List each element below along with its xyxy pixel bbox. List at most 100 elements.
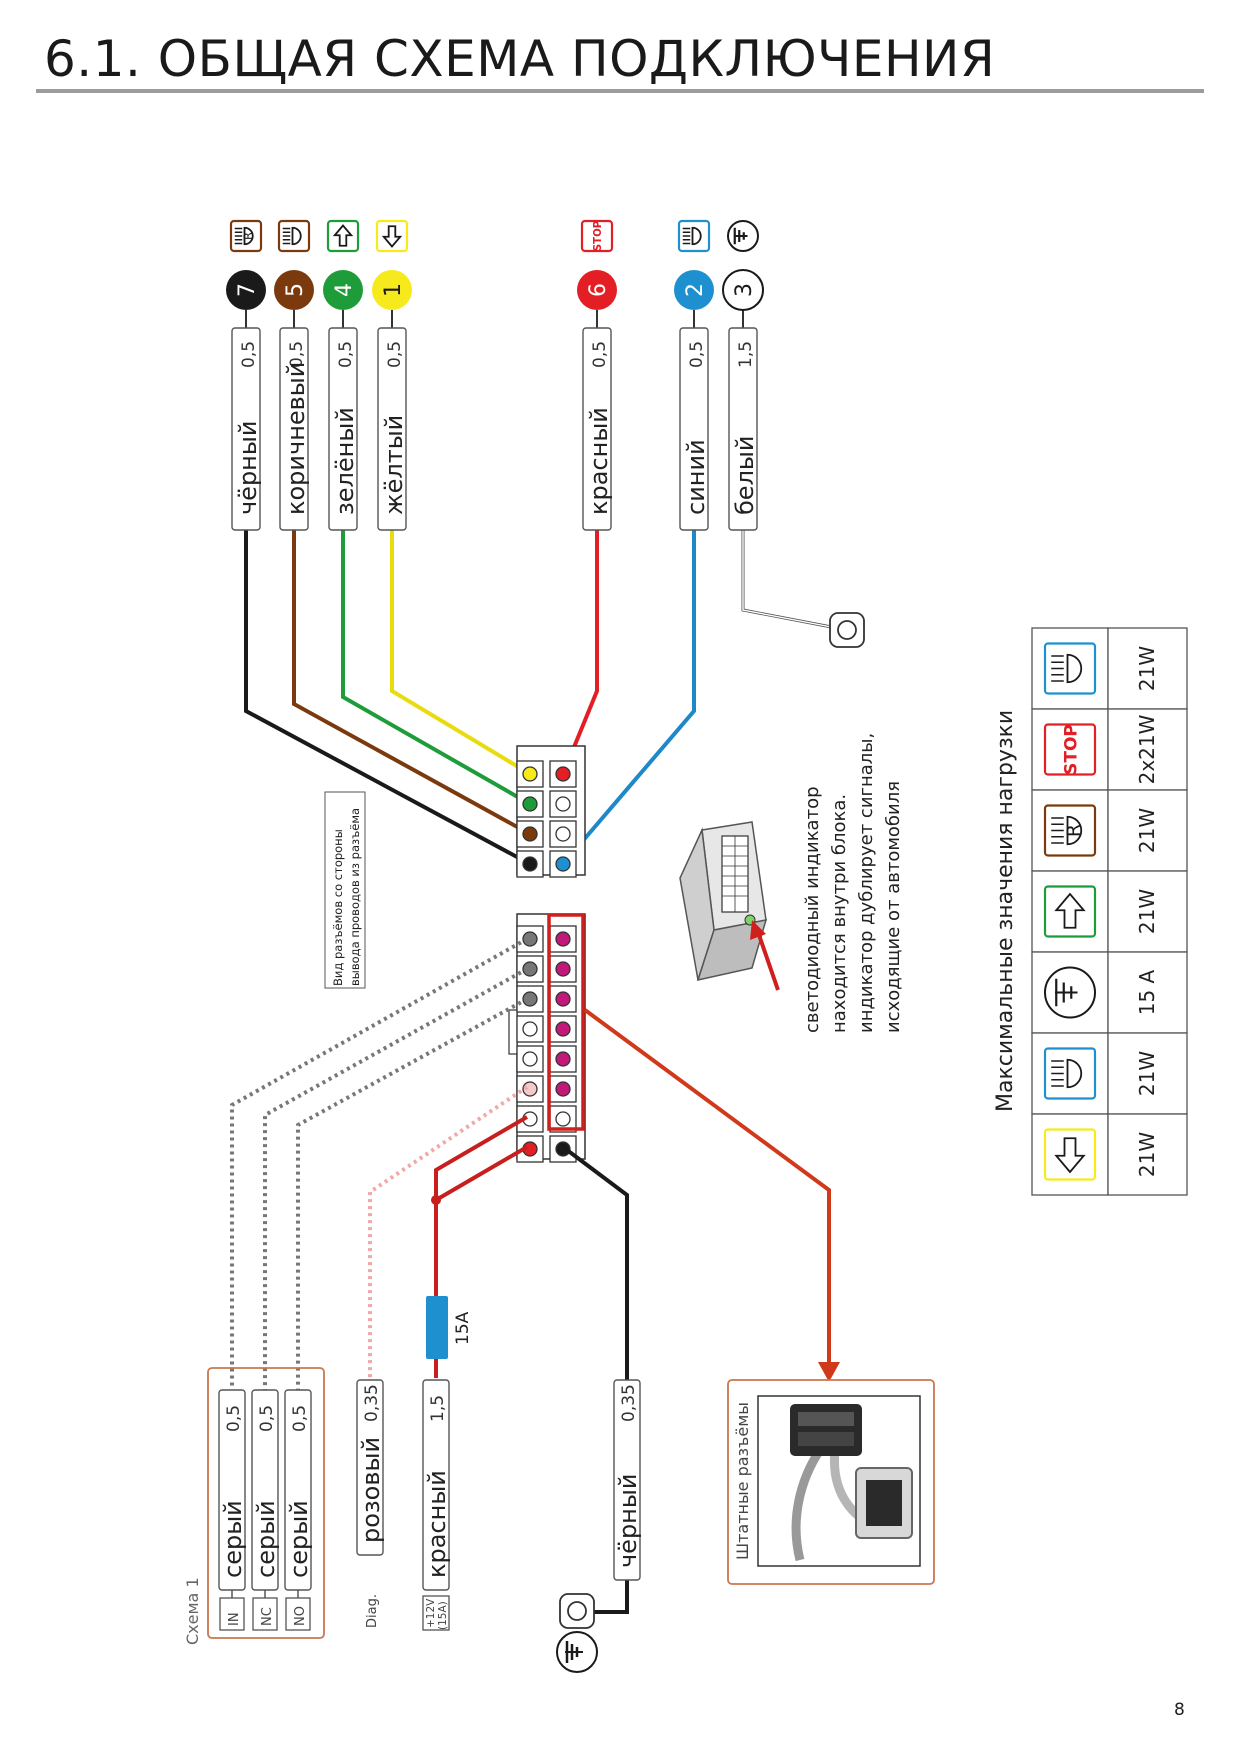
wire-gauge: 0,5: [239, 341, 259, 368]
pin-2-badge: 2: [674, 270, 714, 310]
stop-icon-label: STOP: [593, 220, 604, 251]
wire-color-name: коричневый: [282, 362, 310, 515]
relay-wire-1-gauge: 0,5: [257, 1405, 277, 1432]
wire-5: [561, 530, 696, 866]
bottom-connector-pin: [555, 991, 571, 1007]
relay-terminal-in: IN: [227, 1612, 242, 1626]
pin-5-badge: 5: [274, 270, 314, 310]
wire-gauge: 0,5: [687, 341, 707, 368]
pin-number: 7: [235, 283, 260, 297]
power-terminal-box: [422, 1595, 450, 1631]
power-wire-gauge: 1,5: [428, 1395, 448, 1422]
wire-color-name: красный: [585, 407, 613, 515]
bottom-connector-pin: [555, 1021, 571, 1037]
top-connector-pin: [555, 796, 571, 812]
diag-wire-color-name: розовый: [357, 1437, 385, 1543]
connector-note-line1: Вид разъёмов со стороны: [331, 829, 345, 986]
pin-4-badge: 4: [323, 270, 363, 310]
wire-gauge: 0,5: [287, 341, 307, 368]
wire-label-box: [728, 327, 758, 531]
bottom-connector-pin: [555, 1081, 571, 1097]
wire-label-box: [279, 327, 309, 531]
wire-color-name: жёлтый: [380, 415, 408, 515]
reverse-light-icon: R: [229, 219, 263, 253]
pin-number: 4: [332, 283, 357, 297]
pin-number: 2: [683, 283, 708, 297]
bottom-connector-pin: [555, 931, 571, 947]
pin-3-badge: 3: [722, 269, 764, 311]
fuse-rating: 15A: [453, 1311, 473, 1345]
relay-terminal-box: [219, 1597, 245, 1631]
relay-wire-1-color-name: серый: [252, 1500, 280, 1578]
wire-gauge: 0,5: [385, 341, 405, 368]
relay-wire-2-color-name: серый: [285, 1500, 313, 1578]
fog-light-icon: [677, 219, 711, 253]
pin-6-badge: 6: [577, 270, 617, 310]
bottom-connector-pin: [555, 1051, 571, 1067]
pin-number: 6: [586, 283, 611, 297]
bottom-connector-pin: [522, 1021, 538, 1037]
turn-left-arrow-icon: [1043, 885, 1097, 938]
bottom-connector-pin: [555, 961, 571, 977]
top-connector: [516, 745, 586, 878]
load-value: 15 A: [1135, 969, 1159, 1015]
pin-7-badge: 7: [226, 270, 266, 310]
top-wire-labels: R70,5чёрный50,5коричневый40,5зелёный10,5…: [226, 219, 764, 531]
reverse-r-glyph: R: [1063, 824, 1085, 837]
stock-connectors-label: Штатные разъёмы: [733, 1402, 752, 1560]
power-terminal-line1: +12V: [425, 1598, 437, 1628]
ground-icon: [1044, 966, 1096, 1019]
stop-light-icon: STOP: [580, 219, 614, 253]
ground-terminal-bottom: [556, 1593, 598, 1673]
pin-1-badge: 1: [372, 270, 412, 310]
bottom-connector-pin: [555, 1111, 571, 1127]
wire-4: [561, 530, 599, 775]
top-connector-pin: [555, 856, 571, 872]
connector-note-line2: вывода проводов из разъёма: [348, 808, 362, 986]
wire-color-name: белый: [731, 436, 759, 515]
relay-group: Схема 1: [183, 1367, 325, 1645]
diag-wire-label-box: [356, 1379, 384, 1556]
bottom-connector-pin: [522, 931, 538, 947]
wire-label-box: [231, 327, 261, 531]
load-value: 21W: [1135, 889, 1159, 934]
led-note-line2: находится внутри блока.: [829, 794, 850, 1033]
pin-number: 1: [381, 283, 406, 297]
wire-gauge: 0,5: [590, 341, 610, 368]
bottom-connector-pin: [522, 961, 538, 977]
stock-connector-picture: [790, 1404, 913, 1562]
bottom-wire-labels: 0,5серыйIN0,5серыйNC0,5серыйNO0,35розовы…: [218, 1379, 642, 1631]
bottom-connector-pin: [522, 1051, 538, 1067]
relay-wire-0-color-name: серый: [219, 1500, 247, 1578]
turn-left-arrow-icon: [326, 219, 360, 253]
page-title: 6.1. ОБЩАЯ СХЕМА ПОДКЛЮЧЕНИЯ: [44, 30, 996, 88]
power-wire-color-name: красный: [423, 1470, 451, 1578]
bottom-connector-pin: [522, 1081, 538, 1097]
fuse-15a: 15A: [426, 1296, 473, 1359]
ground-icon: [556, 1631, 598, 1673]
wire-label-box: [328, 327, 358, 531]
reverse-light-icon: R: [1043, 804, 1097, 857]
reverse-r-glyph: R: [241, 232, 255, 240]
connector-view-note: Вид разъёмов со стороны вывода проводов …: [324, 791, 366, 989]
top-connector-pin: [522, 856, 538, 872]
ground-lug-top: [829, 612, 865, 648]
relay-terminal-box: [252, 1597, 278, 1631]
led-note-line4: исходящие от автомобиля: [883, 781, 904, 1033]
load-table-title: Максимальные значения нагрузки: [993, 710, 1018, 1112]
load-value: 2x21W: [1135, 714, 1159, 784]
load-table-value-cell: [1107, 789, 1188, 872]
load-value: 21W: [1135, 646, 1159, 691]
bottom-connector: [508, 913, 586, 1163]
relay-terminal-nc: NC: [260, 1607, 275, 1626]
load-table-value-cell: [1107, 627, 1188, 710]
led-note: светодиодный индикатор находится внутри …: [802, 733, 904, 1033]
ground-wire-label-box: [613, 1379, 641, 1581]
power-terminal-line2: (15A): [437, 1601, 449, 1630]
ground-icon: [727, 220, 759, 252]
led-note-line3: индикатор дублирует сигналы,: [856, 733, 877, 1033]
power-wire-label-box: [422, 1379, 450, 1591]
fog-light-icon: [1043, 1047, 1097, 1100]
top-connector-pin: [522, 766, 538, 782]
